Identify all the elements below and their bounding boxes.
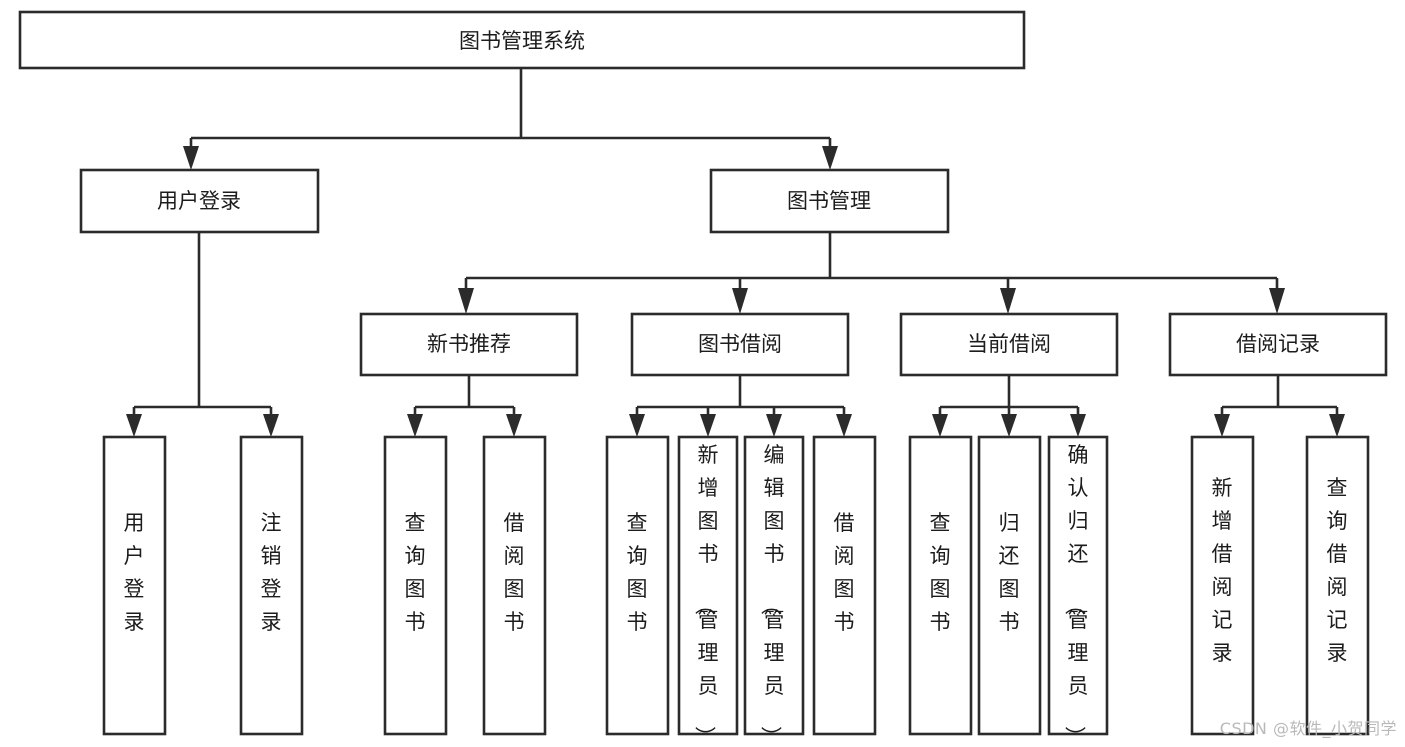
edge-layer (126, 68, 1345, 437)
leaf-add-record-box[interactable] (1190, 435, 1255, 736)
leaf-borrow-book-1-box[interactable] (482, 435, 547, 736)
node-user-login-label: 用户登录 (157, 189, 241, 213)
node-borrow-record[interactable]: 借阅记录 (1168, 312, 1388, 377)
leaf-confirm-return-label: 确认归还（管理员） (1063, 443, 1089, 747)
leaf-user-logout[interactable]: 注销登录 (239, 435, 304, 736)
leaf-user-logout-label: 注销登录 (261, 511, 282, 634)
leaf-query-record-label: 查询借阅记录 (1327, 476, 1348, 665)
leaf-query-book-2[interactable]: 查询图书 (605, 435, 670, 736)
leaf-return-book[interactable]: 归还图书 (977, 435, 1042, 736)
leaf-query-book-1-box[interactable] (383, 435, 448, 736)
csdn-watermark: CSDN @软件_小贺同学 (1219, 719, 1397, 738)
node-root-label: 图书管理系统 (459, 29, 585, 53)
leaf-borrow-book-2[interactable]: 借阅图书 (812, 435, 877, 736)
arrow-add-record (1214, 414, 1230, 437)
node-book-borrow-label: 图书借阅 (698, 332, 782, 356)
arrow-query-book-3 (932, 414, 948, 437)
leaf-query-book-3-label: 查询图书 (930, 511, 951, 634)
node-book-borrow-box[interactable] (630, 312, 850, 377)
leaf-user-logout-box[interactable] (239, 435, 304, 736)
node-book-management[interactable]: 图书管理 (709, 168, 950, 234)
leaf-edit-book-label: 编辑图书（管理员） (759, 443, 785, 747)
leaf-add-record-label: 新增借阅记录 (1212, 476, 1233, 665)
leaf-borrow-book-1-label: 借阅图书 (504, 511, 525, 634)
arrow-add-book (700, 414, 716, 437)
arrow-return-book (1001, 414, 1017, 437)
node-borrow-record-label: 借阅记录 (1236, 332, 1320, 356)
node-user-login[interactable]: 用户登录 (79, 168, 320, 234)
arrow-current-borrow (1000, 288, 1016, 314)
node-book-management-label: 图书管理 (787, 189, 871, 213)
arrow-borrow-record (1269, 288, 1285, 314)
leaf-query-book-1[interactable]: 查询图书 (383, 435, 448, 736)
leaf-return-book-box[interactable] (977, 435, 1042, 736)
leaf-query-book-1-label: 查询图书 (405, 511, 426, 634)
node-root[interactable]: 图书管理系统 (18, 10, 1026, 70)
leaf-user-login[interactable]: 用户登录 (102, 435, 167, 736)
leaf-return-book-label: 归还图书 (999, 511, 1020, 634)
leaf-query-book-2-label: 查询图书 (627, 511, 648, 634)
leaf-borrow-book-1[interactable]: 借阅图书 (482, 435, 547, 736)
arrow-leaf-user-login (126, 414, 142, 437)
leaf-query-record[interactable]: 查询借阅记录 (1305, 435, 1370, 736)
leaf-confirm-return[interactable]: 确认归还（管理员） (1047, 435, 1109, 747)
leaf-query-book-2-box[interactable] (605, 435, 670, 736)
node-new-book-recommend-label: 新书推荐 (427, 332, 511, 356)
arrow-borrow-book-2 (836, 414, 852, 437)
node-new-book-recommend[interactable]: 新书推荐 (359, 312, 579, 377)
arrow-confirm-return (1070, 414, 1086, 437)
arrow-query-book-1 (407, 414, 423, 437)
arrow-edit-book (766, 414, 782, 437)
leaf-add-book-label: 新增图书（管理员） (693, 443, 719, 747)
leaf-confirm-return-box[interactable] (1047, 435, 1109, 736)
node-root-box[interactable] (18, 10, 1026, 70)
arrow-user-login (183, 146, 199, 170)
arrow-query-record (1329, 414, 1345, 437)
leaf-user-login-label: 用户登录 (124, 511, 145, 634)
leaf-user-login-box[interactable] (102, 435, 167, 736)
arrow-borrow-book-1 (506, 414, 522, 437)
leaf-edit-book[interactable]: 编辑图书（管理员） (743, 435, 805, 747)
node-current-borrow-box[interactable] (899, 312, 1119, 377)
leaf-edit-book-box[interactable] (743, 435, 805, 736)
leaf-add-book-box[interactable] (677, 435, 739, 736)
node-current-borrow[interactable]: 当前借阅 (899, 312, 1119, 377)
leaf-borrow-book-2-label: 借阅图书 (834, 511, 855, 634)
node-book-management-box[interactable] (709, 168, 950, 234)
leaf-add-book[interactable]: 新增图书（管理员） (677, 435, 739, 747)
leaf-query-book-3-box[interactable] (908, 435, 973, 736)
node-borrow-record-box[interactable] (1168, 312, 1388, 377)
leaf-query-book-3[interactable]: 查询图书 (908, 435, 973, 736)
node-current-borrow-label: 当前借阅 (967, 332, 1051, 356)
arrow-book-borrow (732, 288, 748, 314)
arrow-query-book-2 (629, 414, 645, 437)
leaf-add-record[interactable]: 新增借阅记录 (1190, 435, 1255, 736)
arrow-new-book-recommend (458, 288, 474, 314)
arrow-book-management (822, 146, 838, 170)
leaf-borrow-book-2-box[interactable] (812, 435, 877, 736)
node-new-book-recommend-box[interactable] (359, 312, 579, 377)
arrow-leaf-user-logout (263, 414, 279, 437)
node-book-borrow[interactable]: 图书借阅 (630, 312, 850, 377)
leaf-query-record-box[interactable] (1305, 435, 1370, 736)
node-user-login-box[interactable] (79, 168, 320, 234)
